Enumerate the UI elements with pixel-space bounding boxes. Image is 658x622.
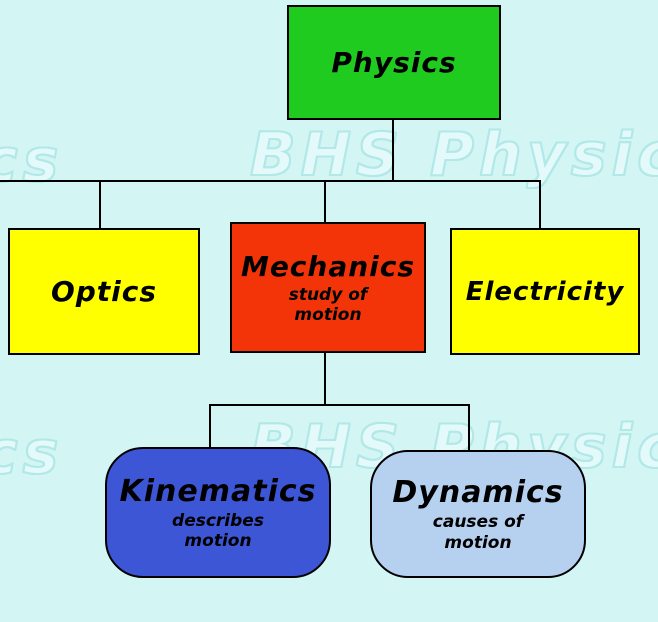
- dynamics-subtext: causes of motion: [433, 512, 523, 553]
- dynamics-subtext-line2: motion: [444, 532, 512, 553]
- watermark-top: BHS Physics: [249, 119, 658, 191]
- connector-physics-trunk: [392, 120, 394, 181]
- connector-level2-horizontal: [209, 404, 470, 406]
- node-physics: Physics: [287, 5, 501, 120]
- kinematics-subtext-line1: describes: [172, 510, 264, 531]
- node-kinematics: Kinematics describes motion: [105, 447, 331, 578]
- connector-dynamics-drop: [468, 404, 470, 451]
- dynamics-subtext-line1: causes of: [432, 512, 524, 533]
- connector-mechanics-trunk: [324, 352, 326, 406]
- connector-electricity-drop: [539, 180, 541, 228]
- watermark-fragment-top: cs: [0, 125, 64, 197]
- physics-label: Physics: [331, 46, 457, 79]
- mechanics-subtext-line2: motion: [294, 305, 362, 325]
- connector-level1-horizontal: [0, 180, 541, 182]
- electricity-label: Electricity: [465, 276, 625, 307]
- mechanics-label: Mechanics: [240, 249, 416, 283]
- dynamics-label: Dynamics: [392, 475, 564, 511]
- node-mechanics: Mechanics study of motion: [230, 222, 426, 353]
- connector-kinematics-drop: [209, 404, 211, 448]
- mechanics-subtext-line1: study of: [288, 284, 368, 305]
- kinematics-subtext: describes motion: [172, 511, 264, 552]
- watermark-fragment-bottom: cs: [0, 417, 64, 489]
- node-dynamics: Dynamics causes of motion: [370, 450, 586, 578]
- kinematics-subtext-line2: motion: [184, 531, 252, 551]
- node-optics: Optics: [8, 228, 200, 355]
- connector-mechanics-drop: [324, 180, 326, 222]
- kinematics-label: Kinematics: [119, 473, 317, 509]
- node-electricity: Electricity: [450, 228, 640, 355]
- connector-optics-drop: [99, 180, 101, 228]
- mechanics-subtext: study of motion: [289, 285, 368, 326]
- optics-label: Optics: [50, 275, 158, 308]
